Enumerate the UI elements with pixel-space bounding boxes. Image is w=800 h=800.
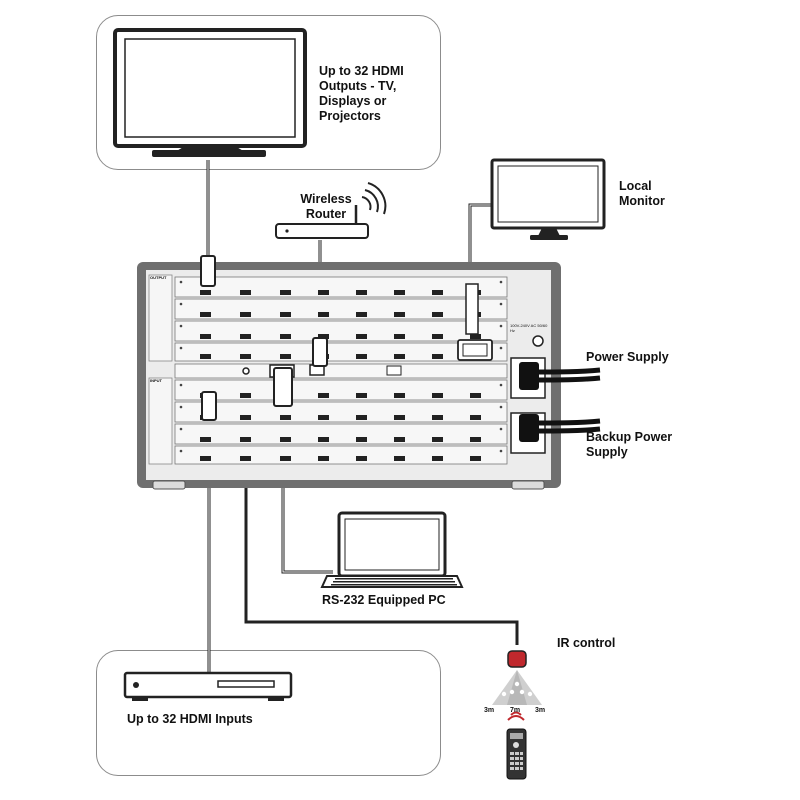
hdmi-output-connector	[200, 255, 216, 287]
laptop-icon	[320, 511, 464, 588]
power-cords	[519, 362, 601, 442]
matrix-chassis	[137, 262, 561, 490]
chassis-power-label: 100V-240V AC 50/60 Hz	[510, 323, 548, 333]
ir-range-right-label: 3m	[535, 707, 546, 714]
wireless-router-label: Wireless Router	[300, 192, 352, 221]
rj45-connector	[312, 337, 328, 367]
output-cards	[174, 276, 508, 362]
local-monitor-icon	[490, 158, 606, 240]
ir-control-label: IR control	[557, 636, 616, 650]
ir-cable	[244, 372, 519, 645]
chassis-output-label: OUTPUT	[150, 275, 167, 280]
cable-connectors	[200, 255, 328, 421]
hdmi-input-connector	[201, 391, 217, 421]
remote-control-icon	[506, 711, 527, 780]
hdmi-outputs-label: Up to 32 HDMI Outputs - TV, Displays or …	[319, 64, 404, 123]
media-player-icon	[123, 671, 293, 701]
control-card	[174, 363, 508, 379]
hdmi-inputs-label: Up to 32 HDMI Inputs	[127, 712, 253, 726]
power-supply-label: Power Supply	[586, 350, 669, 364]
tv-icon	[113, 28, 307, 157]
chassis-input-label: INPUT	[150, 378, 162, 383]
wireless-router-icon	[275, 182, 387, 239]
local-monitor-label: Local Monitor	[619, 179, 665, 208]
inputs-panel	[96, 650, 441, 776]
rs232-pc-label: RS-232 Equipped PC	[322, 593, 446, 607]
ir-range-left-label: 3m	[484, 707, 495, 714]
backup-power-supply-label: Backup Power Supply	[586, 430, 673, 459]
rs232-connector	[273, 367, 293, 407]
input-cards	[174, 379, 508, 465]
ir-sensor-icon	[492, 650, 542, 705]
ir-range-center-label: 7m	[510, 707, 521, 714]
